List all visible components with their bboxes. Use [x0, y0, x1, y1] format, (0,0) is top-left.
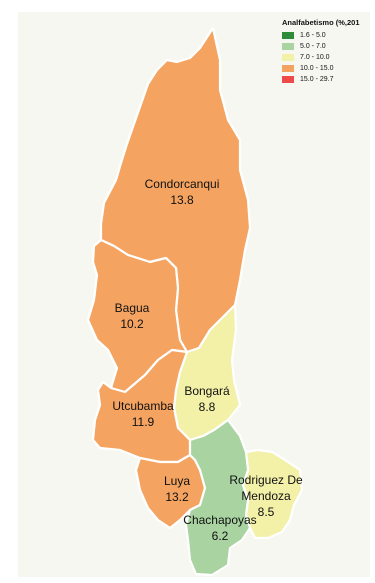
label-chachapoyas-name: Chachapoyas [183, 513, 256, 527]
legend-swatch [282, 64, 294, 72]
label-bagua-value: 10.2 [120, 317, 144, 331]
legend-item: 1.6 - 5.0 [282, 30, 374, 40]
legend-label: 15.0 - 29.7 [300, 75, 334, 83]
legend-swatch [282, 31, 294, 39]
label-utcubamba-name: Utcubamba [112, 399, 174, 413]
legend-label: 7.0 - 10.0 [300, 53, 330, 61]
legend-item: 15.0 - 29.7 [282, 74, 374, 84]
legend-title: Analfabetismo (%,201 [282, 18, 360, 27]
label-chachapoyas-value: 6.2 [212, 529, 229, 543]
label-bongara-name: Bongará [184, 384, 230, 398]
region-chachapoyas[interactable] [184, 418, 252, 577]
legend-swatch [282, 53, 294, 61]
label-bagua-name: Bagua [115, 301, 150, 315]
label-rodriguez-name-2: Mendoza [241, 489, 291, 503]
legend-item: 5.0 - 7.0 [282, 41, 374, 51]
label-condorcanqui-name: Condorcanqui [145, 177, 220, 191]
legend-item: 7.0 - 10.0 [282, 52, 374, 62]
label-rodriguez-name-1: Rodriguez De [229, 473, 303, 487]
label-rodriguez-value: 8.5 [258, 505, 275, 519]
label-condorcanqui-value: 13.8 [170, 193, 194, 207]
legend-label: 5.0 - 7.0 [300, 42, 326, 50]
label-bongara-value: 8.8 [199, 400, 216, 414]
label-luya-name: Luya [164, 474, 190, 488]
label-utcubamba-value: 11.9 [132, 415, 155, 429]
legend-label: 1.6 - 5.0 [300, 31, 326, 39]
legend-swatch [282, 75, 294, 83]
legend-label: 10.0 - 15.0 [300, 64, 334, 72]
label-luya-value: 13.2 [165, 490, 189, 504]
legend: Analfabetismo (%,201 1.6 - 5.0 5.0 - 7.0… [282, 18, 374, 85]
legend-swatch [282, 42, 294, 50]
legend-item: 10.0 - 15.0 [282, 63, 374, 73]
